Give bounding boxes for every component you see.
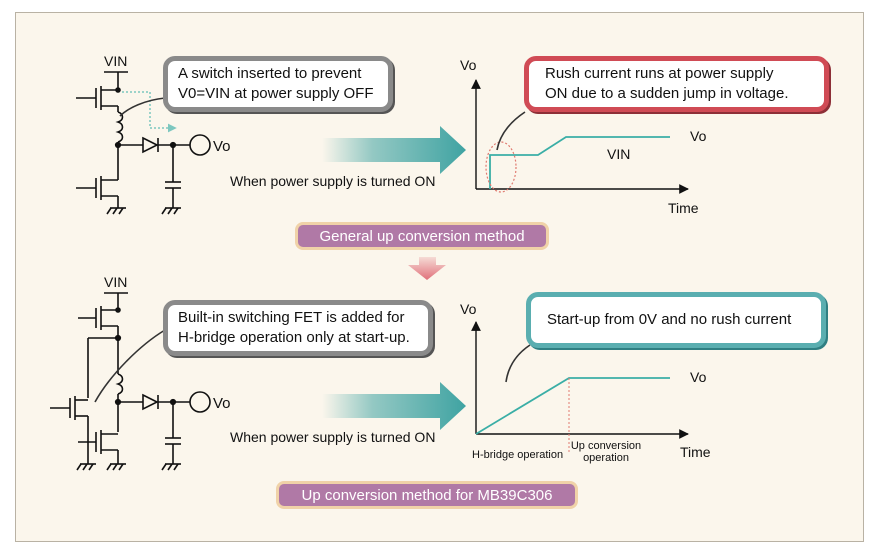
startup-callout: Start-up from 0V and no rush current [526, 292, 826, 348]
startup-callout-text: Start-up from 0V and no rush current [547, 311, 792, 328]
top-graph-x-label: Time [668, 200, 699, 216]
top-switch-callout-line2: V0=VIN at power supply OFF [178, 85, 374, 102]
phase-h-bridge-label: H-bridge operation [472, 449, 563, 461]
top-callout-tail [119, 97, 166, 117]
top-vin-label: VIN [104, 53, 127, 69]
top-switch-callout-line1: A switch inserted to prevent [178, 65, 362, 82]
bottom-graph [471, 321, 689, 452]
bottom-vo-curve [475, 377, 670, 435]
bottom-fet-callout-line1: Built-in switching FET is added for [178, 309, 405, 326]
bottom-graph-y-label: Vo [460, 301, 477, 317]
top-caption: When power supply is turned ON [230, 173, 435, 189]
general-method-label: General up conversion method [295, 222, 549, 250]
top-graph-callout-tail [496, 111, 526, 151]
bottom-graph-x-label: Time [680, 444, 711, 460]
top-curve-vo-label: Vo [690, 128, 707, 144]
top-arrow [322, 126, 466, 174]
top-vo-curve [489, 136, 670, 189]
phase-up-conversion-label-2: operation [583, 452, 629, 464]
bottom-vin-label: VIN [104, 274, 127, 290]
top-curve-vin-label: VIN [607, 146, 630, 162]
bottom-graph-callout-tail [505, 344, 531, 383]
down-arrow [408, 257, 446, 280]
bottom-circuit [50, 292, 211, 471]
rush-current-callout-line2: ON due to a sudden jump in voltage. [545, 85, 789, 102]
bottom-caption: When power supply is turned ON [230, 429, 435, 445]
bottom-vo-label: Vo [213, 395, 231, 412]
rush-current-callout: Rush current runs at power supply ON due… [524, 56, 829, 112]
bottom-fet-callout: Built-in switching FET is added for H-br… [163, 300, 433, 356]
top-circuit [76, 71, 211, 215]
top-switch-callout: A switch inserted to prevent V0=VIN at p… [163, 56, 393, 112]
mb39c306-method-label: Up conversion method for MB39C306 [276, 481, 578, 509]
top-graph-y-label: Vo [460, 57, 477, 73]
rush-current-callout-line1: Rush current runs at power supply [545, 65, 774, 82]
rush-current-highlight [485, 141, 517, 193]
current-path-hint [122, 91, 177, 133]
bottom-curve-vo-label: Vo [690, 369, 707, 385]
phase-up-conversion-label-1: Up conversion [571, 440, 641, 452]
top-graph [471, 79, 689, 194]
top-vo-label: Vo [213, 138, 231, 155]
bottom-fet-callout-line2: H-bridge operation only at start-up. [178, 329, 410, 346]
bottom-callout-tail [94, 329, 166, 403]
bottom-arrow [322, 382, 466, 430]
